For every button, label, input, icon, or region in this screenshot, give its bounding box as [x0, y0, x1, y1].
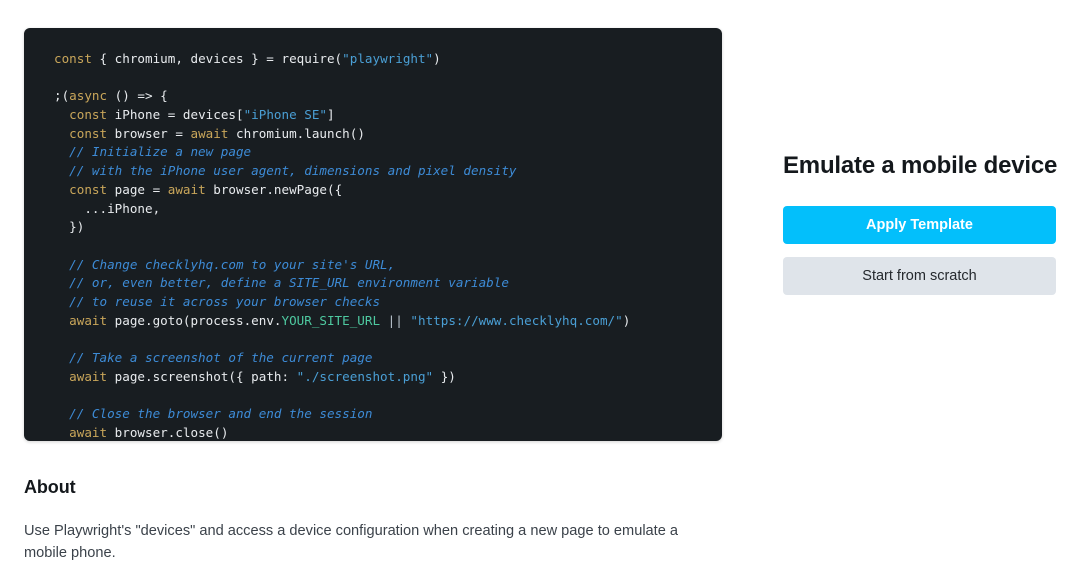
code-token: browser =	[107, 125, 191, 141]
code-line: // with the iPhone user agent, dimension…	[54, 162, 722, 181]
code-line: // to reuse it across your browser check…	[54, 293, 722, 312]
code-token	[54, 369, 69, 384]
code-token: )	[622, 312, 631, 328]
code-token: ]	[326, 107, 335, 123]
code-line: await browser.close()	[54, 424, 722, 441]
code-line: // Change checklyhq.com to your site's U…	[54, 256, 722, 275]
code-token	[54, 182, 69, 197]
code-token: )	[433, 51, 441, 66]
code-token: // Initialize a new page	[54, 144, 252, 160]
code-line: const page = await browser.newPage({	[54, 181, 722, 200]
code-token: chromium.launch()	[228, 125, 365, 141]
code-token: "./screenshot.png"	[296, 368, 434, 384]
code-token: page =	[107, 181, 168, 197]
code-token: "iPhone SE"	[243, 107, 327, 123]
code-line: // Initialize a new page	[54, 143, 722, 162]
code-line: // Close the browser and end the session	[54, 405, 722, 424]
code-token: YOUR_SITE_URL	[281, 312, 381, 328]
code-token: { chromium, devices } =	[91, 51, 282, 66]
code-token	[54, 107, 69, 122]
template-actions-panel: Emulate a mobile device Apply Template S…	[783, 152, 1058, 295]
code-token: ||	[380, 312, 411, 328]
code-token: const	[69, 181, 108, 197]
code-token: // with the iPhone user agent, dimension…	[54, 163, 517, 179]
code-line: })	[54, 218, 722, 237]
code-token: page.screenshot({ path:	[107, 368, 297, 384]
code-token: await	[69, 368, 108, 384]
code-token: () => {	[107, 88, 168, 104]
code-line	[54, 237, 722, 256]
code-token: // or, even better, define a SITE_URL en…	[54, 275, 509, 291]
code-line: ...iPhone,	[54, 200, 722, 219]
code-line: ;(async () => {	[54, 87, 722, 106]
code-token: page.goto(process.env.	[107, 312, 282, 328]
code-token: const	[54, 51, 92, 66]
code-line	[54, 330, 722, 349]
code-editor-panel[interactable]: const { chromium, devices } = require("p…	[24, 28, 722, 441]
start-from-scratch-button[interactable]: Start from scratch	[783, 257, 1056, 295]
code-token: const	[69, 125, 108, 141]
about-description: Use Playwright's "devices" and access a …	[24, 523, 679, 561]
code-token: await	[167, 181, 206, 197]
about-heading: About	[24, 477, 76, 497]
code-token: ;(	[54, 88, 70, 104]
code-token: })	[433, 368, 456, 384]
code-token: await	[190, 125, 229, 141]
code-token: await	[69, 424, 108, 440]
code-line: const iPhone = devices["iPhone SE"]	[54, 106, 722, 125]
code-token: browser.newPage({	[205, 181, 343, 197]
code-line	[54, 386, 722, 405]
apply-template-button[interactable]: Apply Template	[783, 206, 1056, 244]
code-token: // Take a screenshot of the current page	[54, 350, 373, 365]
about-section: About Use Playwright's "devices" and acc…	[24, 477, 714, 564]
code-line: const { chromium, devices } = require("p…	[54, 50, 722, 69]
code-line: await page.screenshot({ path: "./screens…	[54, 368, 722, 387]
template-title: Emulate a mobile device	[783, 152, 1058, 179]
code-token: const	[69, 107, 108, 123]
code-token: browser.close()	[107, 424, 229, 440]
code-token: })	[54, 219, 85, 235]
code-token: require(	[281, 51, 343, 66]
code-token: // Close the browser and end the session	[54, 406, 373, 422]
code-editor-content[interactable]: const { chromium, devices } = require("p…	[24, 28, 722, 441]
code-token: // to reuse it across your browser check…	[54, 293, 381, 309]
code-token	[54, 313, 69, 328]
code-token: iPhone = devices[	[107, 107, 244, 123]
code-token: "playwright"	[342, 51, 434, 66]
code-line	[54, 69, 722, 88]
code-line: // or, even better, define a SITE_URL en…	[54, 274, 722, 293]
code-line: await page.goto(process.env.YOUR_SITE_UR…	[54, 312, 722, 331]
code-token: await	[69, 312, 108, 328]
code-token	[54, 126, 69, 141]
code-line: // Take a screenshot of the current page	[54, 349, 722, 368]
code-token: ...iPhone,	[54, 200, 161, 216]
code-token	[54, 425, 69, 440]
code-token: // Change checklyhq.com to your site's U…	[54, 256, 396, 272]
code-token: async	[69, 88, 108, 104]
code-token: "https://www.checklyhq.com/"	[410, 312, 623, 328]
code-line: const browser = await chromium.launch()	[54, 125, 722, 144]
